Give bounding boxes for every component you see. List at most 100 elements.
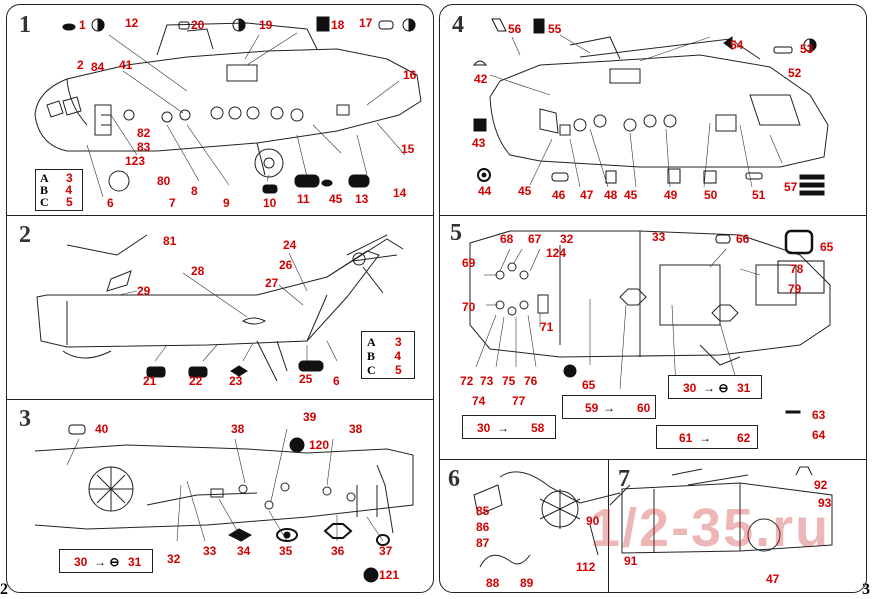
callout: 56: [508, 22, 522, 36]
callout: 74: [472, 394, 486, 408]
callout: 19: [259, 18, 273, 32]
callout: 37: [379, 544, 393, 558]
callout: 18: [331, 18, 345, 32]
step-number: 4: [452, 12, 464, 38]
callout: 11: [297, 192, 310, 206]
callout: 82: [137, 126, 151, 140]
callout: 69: [462, 256, 476, 270]
callout: 44: [478, 184, 492, 198]
legend-num: 5: [66, 195, 73, 209]
callout: 45: [329, 192, 343, 206]
part-to: 62: [737, 431, 751, 445]
assembly-equation: 30 → ⊖ 31: [668, 375, 762, 399]
callout: 80: [157, 174, 171, 188]
assembly-equation: 59 → 60: [562, 395, 656, 419]
legend-letter: A: [40, 171, 49, 185]
callout: 33: [203, 544, 217, 558]
callout: 10: [263, 196, 277, 210]
callout: 9: [223, 196, 230, 210]
callout: 16: [403, 68, 417, 82]
left-page-drawings: [34, 16, 422, 583]
color-legend: A 3 B 4 C 5: [35, 169, 83, 211]
callout: 46: [552, 188, 566, 202]
callout: 93: [818, 496, 832, 510]
callout: 57: [784, 180, 798, 194]
callout: 32: [560, 232, 574, 246]
callout: 23: [229, 374, 243, 388]
part-from: 61: [679, 431, 693, 445]
assembly-equation: 30 → 58: [462, 415, 556, 439]
part-to: 58: [531, 421, 545, 435]
callout: 38: [231, 422, 245, 436]
assembly-equation: 30 → ⊖ 31: [59, 549, 153, 573]
callout: 49: [664, 188, 678, 202]
legend-letter: A: [367, 335, 376, 349]
callout: 48: [604, 188, 618, 202]
step-number: 7: [618, 466, 630, 492]
callout: 90: [586, 514, 600, 528]
callout: 6: [333, 374, 340, 388]
callout: 52: [788, 66, 802, 80]
callout: 47: [766, 572, 780, 586]
step-number: 2: [19, 222, 31, 248]
arrow-icon: →: [603, 401, 615, 415]
callout: 24: [283, 238, 297, 252]
callout: 89: [520, 576, 534, 590]
callout: 72: [460, 374, 474, 388]
callout: 53: [800, 42, 814, 56]
callout: 70: [462, 300, 476, 314]
callout: 12: [125, 16, 139, 30]
callout: 88: [486, 576, 500, 590]
part-to: 60: [637, 401, 651, 415]
arrow-icon: → ⊖: [94, 555, 120, 569]
callout: 28: [191, 264, 205, 278]
legend-letter: C: [367, 363, 376, 377]
legend-num: 3: [395, 335, 402, 349]
callout: 6: [107, 196, 114, 210]
step-number: 6: [448, 466, 460, 492]
callout: 77: [512, 394, 526, 408]
callout: 112: [576, 560, 596, 574]
callout: 40: [95, 422, 109, 436]
callout: 83: [137, 140, 151, 154]
callout: 55: [548, 22, 562, 36]
arrow-icon: →: [699, 431, 711, 445]
callout: 91: [624, 554, 638, 568]
callout: 26: [279, 258, 293, 272]
callout: 21: [143, 374, 157, 388]
callout: 121: [379, 568, 400, 582]
instruction-page-right: 4 56 55 54 53 52 42 43 44 45 46 47 48 45…: [439, 4, 867, 593]
callout: 17: [359, 16, 373, 30]
callout: 63: [812, 408, 826, 422]
callout: 15: [401, 142, 415, 156]
step-number: 1: [19, 12, 31, 38]
part-from: 30: [477, 421, 491, 435]
callout: 42: [474, 72, 488, 86]
callout: 39: [303, 410, 317, 424]
legend-num: 4: [394, 349, 402, 363]
callout: 68: [500, 232, 514, 246]
callout: 66: [736, 232, 750, 246]
arrow-icon: →: [497, 421, 509, 435]
callout: 27: [265, 276, 279, 290]
callout: 1: [79, 18, 86, 32]
callout: 81: [163, 234, 177, 248]
callout: 29: [137, 284, 151, 298]
watermark: 1/2-35.ru: [590, 498, 831, 558]
callout: 7: [169, 196, 176, 210]
callout: 78: [790, 262, 804, 276]
callout: 67: [528, 232, 542, 246]
page-number-left: 2: [0, 581, 8, 598]
legend-num: 4: [65, 183, 73, 197]
legend-letter: C: [40, 195, 49, 209]
legend-num: 5: [395, 363, 402, 377]
instruction-page-left: 1 1 2 12 20 19 18 17 16 41 84 82 83 123 …: [6, 4, 434, 593]
color-legend: A 3 B 4 C 5: [361, 331, 415, 379]
callout: 32: [167, 552, 181, 566]
step-number: 5: [450, 220, 462, 246]
callout: 86: [476, 520, 490, 534]
callout: 36: [331, 544, 345, 558]
callout: 50: [704, 188, 718, 202]
callout: 85: [476, 504, 490, 518]
callout: 25: [299, 372, 313, 386]
